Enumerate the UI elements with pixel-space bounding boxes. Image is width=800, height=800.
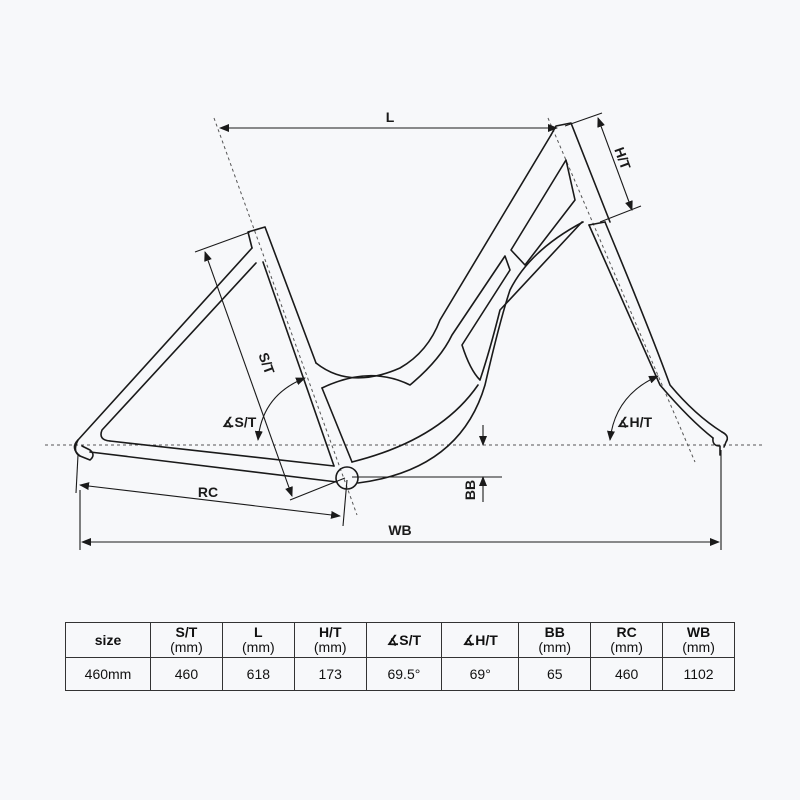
- down-tube: [351, 221, 584, 484]
- bike-frame: [73, 122, 729, 490]
- cell-st: 460: [150, 657, 223, 691]
- rc-extension-rear: [75, 454, 79, 494]
- top-tube-upper: [315, 134, 552, 379]
- header-st: S/T(mm): [150, 622, 223, 658]
- table-row: 460mm 460 618 173 69.5° 69° 65 460 1102: [65, 657, 735, 691]
- header-label: WB: [686, 624, 711, 640]
- cell-st-angle: 69.5°: [365, 657, 443, 691]
- front-dropout: [712, 431, 729, 456]
- ht-angle-label: ∡H/T: [617, 414, 653, 430]
- st-extension-bottom: [289, 477, 346, 501]
- cell-bb: 65: [518, 657, 592, 691]
- header-ht: H/T(mm): [293, 622, 367, 658]
- header-unit: (mm): [170, 639, 203, 655]
- st-extension-top: [194, 231, 251, 253]
- geometry-table: size S/T(mm) L(mm) H/T(mm) ∡S/T ∡H/T BB(…: [65, 622, 735, 691]
- head-tube: [550, 122, 611, 226]
- wb-label: WB: [388, 522, 411, 538]
- cell-rc: 460: [590, 657, 664, 691]
- header-label: S/T: [175, 624, 198, 640]
- cell-wb: 1102: [662, 657, 735, 691]
- rc-extension-bb: [342, 479, 348, 527]
- header-unit: (mm): [538, 639, 572, 655]
- ht-dimension-arrow: [597, 117, 633, 211]
- fork: [588, 221, 723, 439]
- table-header-row: size S/T(mm) L(mm) H/T(mm) ∡S/T ∡H/T BB(…: [65, 622, 735, 658]
- header-wb: WB(mm): [662, 622, 735, 658]
- bike-geometry-diagram: L H/T S/T ∡S/T ∡H/T RC BB WB: [45, 109, 762, 550]
- header-label: size: [94, 631, 122, 648]
- ht-extension-top: [564, 112, 603, 127]
- header-unit: (mm): [610, 639, 643, 655]
- ht-angle-arc: [607, 375, 659, 441]
- st-label: S/T: [255, 350, 278, 376]
- chain-stay: [89, 440, 338, 483]
- l-label: L: [386, 109, 395, 125]
- st-dimension-arrow: [204, 251, 293, 497]
- header-label: H/T: [318, 624, 342, 640]
- st-angle-label: ∡S/T: [222, 414, 257, 430]
- header-st-angle: ∡S/T: [365, 622, 443, 658]
- cell-l: 618: [221, 657, 295, 691]
- ht-label: H/T: [611, 145, 634, 172]
- header-label: BB: [544, 624, 565, 640]
- cell-ht: 173: [293, 657, 367, 691]
- header-bb: BB(mm): [518, 622, 592, 658]
- header-l: L(mm): [221, 622, 295, 658]
- header-size: size: [65, 622, 151, 658]
- rc-label: RC: [198, 484, 218, 500]
- seat-tube: [247, 226, 353, 467]
- header-unit: (mm): [682, 639, 715, 655]
- st-angle-arc: [254, 377, 306, 441]
- top-tube-lower: [321, 221, 583, 389]
- header-label: ∡S/T: [386, 631, 422, 648]
- header-label: RC: [616, 624, 637, 640]
- bottom-bracket: [335, 466, 359, 490]
- header-ht-angle: ∡H/T: [441, 622, 520, 658]
- cell-size: 460mm: [65, 657, 151, 691]
- frame-cutout: [510, 159, 576, 266]
- header-label: L: [254, 624, 263, 640]
- cell-ht-angle: 69°: [441, 657, 520, 691]
- bb-label: BB: [462, 480, 478, 500]
- header-unit: (mm): [313, 639, 347, 655]
- rear-dropout: [73, 439, 94, 461]
- head-tube-axis-line: [547, 117, 696, 463]
- header-unit: (mm): [242, 639, 275, 655]
- rc-dimension-arrow: [79, 482, 341, 519]
- ht-extension-bottom: [599, 205, 642, 223]
- header-rc: RC(mm): [590, 622, 664, 658]
- header-label: ∡H/T: [462, 631, 498, 648]
